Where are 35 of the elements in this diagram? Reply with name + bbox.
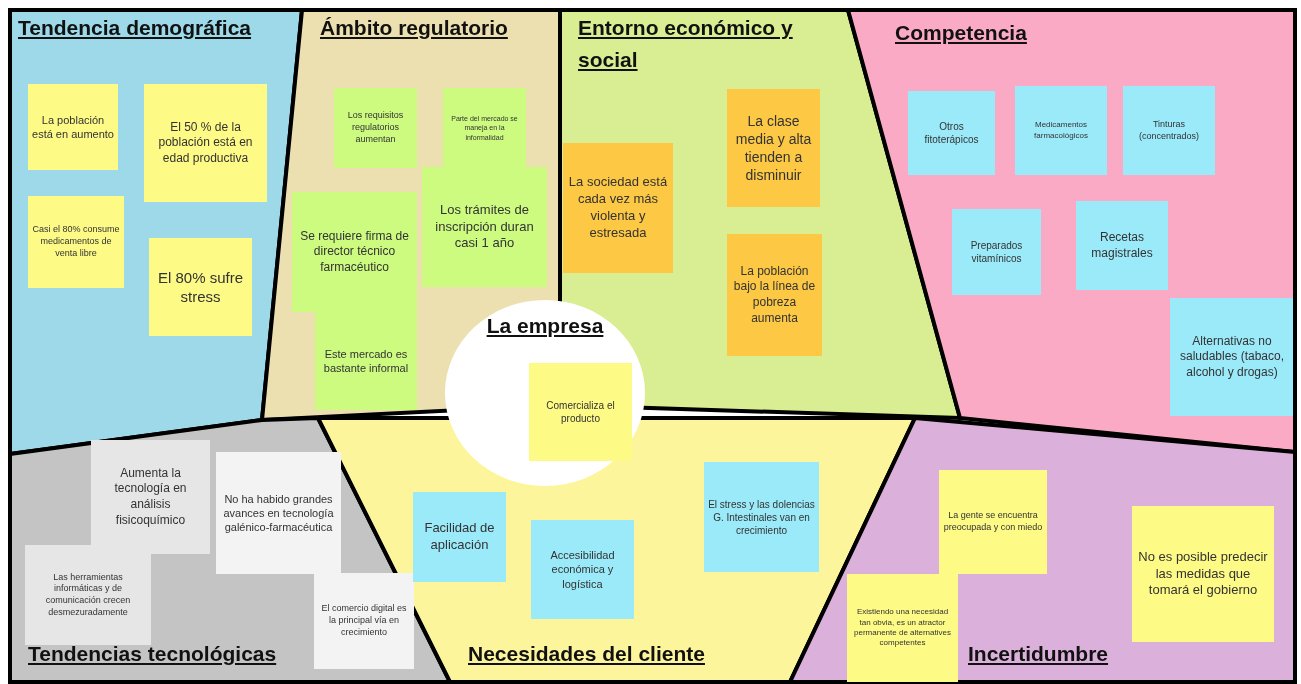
sticky-note: La sociedad está cada vez más violenta y estresada bbox=[563, 143, 673, 273]
sticky-note: No es posible predecir las medidas que tomará el gobierno bbox=[1132, 506, 1274, 642]
sticky-note: El 80% sufre stress bbox=[149, 238, 252, 336]
sticky-note: La gente se encuentra preocupada y con miedo bbox=[939, 470, 1047, 574]
section-heading: Entorno económico y social bbox=[578, 15, 794, 73]
sticky-note: El 50 % de la población está en edad productiva bbox=[144, 84, 267, 202]
section-heading: Competencia bbox=[895, 20, 1027, 46]
sticky-note: Comercializa el producto bbox=[529, 363, 632, 461]
sticky-note: Los requisitos regulatorios aumentan bbox=[334, 88, 417, 168]
sticky-note: Casi el 80% consume medicamentos de venta libre bbox=[28, 196, 124, 288]
section-heading: La empresa bbox=[485, 313, 605, 339]
sticky-note: Facilidad de aplicación bbox=[413, 492, 506, 582]
sticky-note: Accesibilidad económica y logística bbox=[531, 520, 634, 619]
sticky-note: Aumenta la tecnología en análisis fisicoquímico bbox=[91, 440, 210, 554]
sticky-note: El comercio digital es la principal vía en crecimiento bbox=[314, 573, 414, 669]
sticky-note: Este mercado es bastante informal bbox=[315, 312, 417, 410]
sticky-note: La población bajo la línea de pobreza aumenta bbox=[727, 234, 822, 356]
sticky-note: No ha habido grandes avances en tecnología galénico-farmacéutica bbox=[216, 452, 341, 574]
sticky-note: Tinturas (concentrados) bbox=[1123, 86, 1215, 175]
sticky-note: Se requiere firma de director técnico farmacéutico bbox=[292, 192, 417, 312]
sticky-note: Preparados vitamínicos bbox=[952, 209, 1041, 295]
section-heading: Necesidades del cliente bbox=[468, 641, 705, 667]
sticky-note: Medicamentos farmacológicos bbox=[1015, 86, 1107, 175]
sticky-note: La población está en aumento bbox=[28, 84, 118, 170]
sticky-note: Recetas magistrales bbox=[1076, 201, 1168, 290]
sticky-note: Las herramientas informáticas y de comunicación crecen desmezuradamente bbox=[25, 545, 151, 645]
section-heading: Tendencia demográfica bbox=[18, 15, 251, 41]
section-heading: Incertidumbre bbox=[968, 641, 1109, 667]
sticky-note: Otros fitoterápicos bbox=[908, 91, 995, 175]
sticky-note: La clase media y alta tienden a disminuir bbox=[727, 89, 820, 207]
sticky-note: Alternativas no saludables (tabaco, alcohol y drogas) bbox=[1170, 298, 1294, 416]
sticky-note: Existiendo una necesidad tan obvia, es un atractor permanente de alternatives competentes bbox=[847, 574, 958, 682]
section-heading: Ámbito regulatorio bbox=[320, 15, 508, 41]
sticky-note: Los trámites de inscripción duran casi 1 año bbox=[422, 167, 547, 287]
sticky-note: El stress y las dolencias G. Intestinales van en crecimiento bbox=[704, 462, 819, 572]
